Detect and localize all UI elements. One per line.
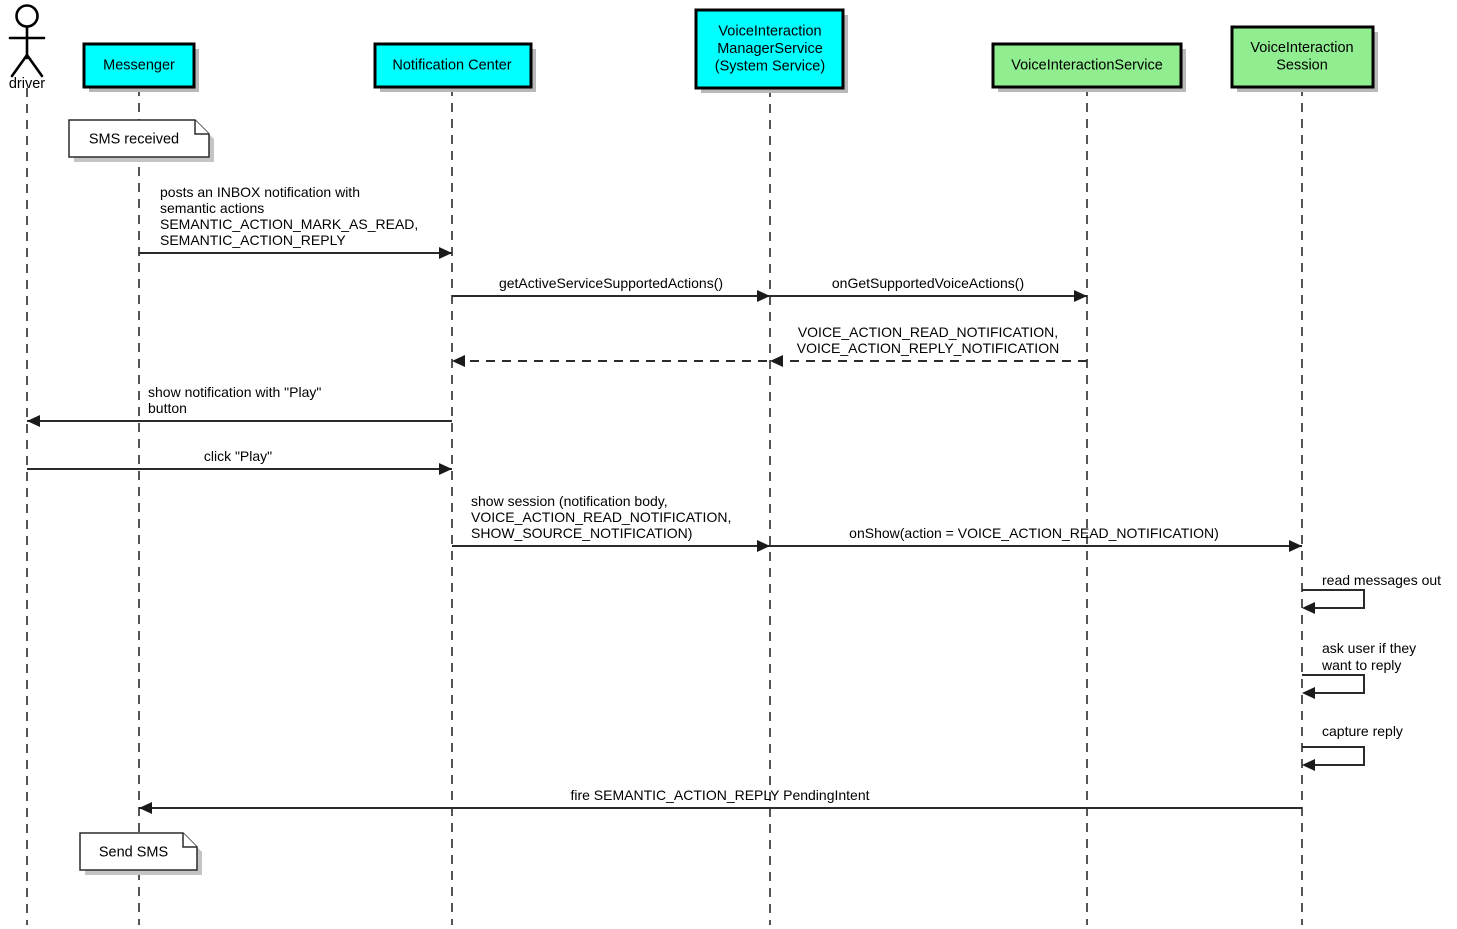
self-message-label: read messages out <box>1322 572 1441 588</box>
participant-notification-center[interactable]: Notification Center <box>373 42 536 92</box>
message-label: posts an INBOX notification with <box>160 184 360 200</box>
message-arrowhead <box>439 247 452 259</box>
message-label: show session (notification body, <box>471 493 668 509</box>
message-label: button <box>148 400 187 416</box>
message-label: VOICE_ACTION_REPLY_NOTIFICATION <box>797 340 1059 356</box>
self-message-loop <box>1302 746 1365 766</box>
self-message-label: want to reply <box>1321 657 1401 673</box>
message-msg-on-get-supported-voice-actions[interactable]: onGetSupportedVoiceActions() <box>770 275 1087 302</box>
message-label: SEMANTIC_ACTION_REPLY <box>160 232 346 248</box>
self-message-loop <box>1302 589 1365 609</box>
message-msg-on-show[interactable]: onShow(action = VOICE_ACTION_READ_NOTIFI… <box>770 525 1302 552</box>
message-label: SEMANTIC_ACTION_MARK_AS_READ, <box>160 216 418 232</box>
participant-voiceinteraction-service[interactable]: VoiceInteractionService <box>991 42 1186 92</box>
actor-leg-right-icon <box>25 53 44 78</box>
message-arrowhead <box>757 290 770 302</box>
participant-box[interactable] <box>82 42 196 89</box>
message-msg-show-session[interactable]: show session (notification body,VOICE_AC… <box>452 493 770 552</box>
participant-label: VoiceInteraction <box>1250 40 1353 56</box>
message-label: fire SEMANTIC_ACTION_REPLY PendingIntent <box>570 787 869 803</box>
message-msg-click-play[interactable]: click "Play" <box>27 448 452 475</box>
message-label: onGetSupportedVoiceActions() <box>832 275 1024 291</box>
message-label: click "Play" <box>204 448 272 464</box>
message-label: getActiveServiceSupportedActions() <box>499 275 723 291</box>
participant-label: Notification Center <box>392 57 511 73</box>
self-message-self-capture-reply[interactable]: capture reply <box>1302 723 1403 771</box>
participant-label: ManagerService <box>717 41 823 57</box>
message-msg-get-active-service-supported-actions[interactable]: getActiveServiceSupportedActions() <box>452 275 770 302</box>
message-arrowhead <box>757 540 770 552</box>
participant-label: VoiceInteraction <box>718 23 821 39</box>
message-msg-show-notification-play[interactable]: show notification with "Play"button <box>27 384 452 427</box>
self-message-arrowhead <box>1302 687 1315 699</box>
participant-label: (System Service) <box>715 58 825 74</box>
participant-box[interactable] <box>373 42 533 89</box>
actor-layer: driver <box>8 4 46 93</box>
message-arrowhead <box>439 463 452 475</box>
actor-driver[interactable]: driver <box>8 4 46 93</box>
message-arrowhead <box>1074 290 1087 302</box>
self-message-loop <box>1302 674 1365 694</box>
lifelines-layer <box>26 87 1303 925</box>
message-label: VOICE_ACTION_READ_NOTIFICATION, <box>471 509 731 525</box>
actor-leg-left-icon <box>10 53 29 78</box>
message-label: onShow(action = VOICE_ACTION_READ_NOTIFI… <box>849 525 1219 541</box>
participant-box[interactable] <box>991 42 1183 89</box>
participant-label: VoiceInteractionService <box>1011 57 1163 73</box>
participant-box[interactable] <box>1230 25 1375 89</box>
message-msg-post-inbox-notification[interactable]: posts an INBOX notification withsemantic… <box>139 184 452 259</box>
participant-label: Messenger <box>103 57 175 73</box>
message-msg-return-voice-actions[interactable]: VOICE_ACTION_READ_NOTIFICATION,VOICE_ACT… <box>452 324 1087 367</box>
participants-layer: Messenger Notification Center VoiceInterac… <box>82 8 1378 93</box>
message-arrowhead <box>27 415 40 427</box>
note-body[interactable] <box>79 832 198 871</box>
message-arrowhead-intermediate <box>770 355 783 367</box>
participant-box[interactable] <box>694 8 845 90</box>
message-label: VOICE_ACTION_READ_NOTIFICATION, <box>798 324 1058 340</box>
self-message-arrowhead <box>1302 759 1315 771</box>
participant-messenger[interactable]: Messenger <box>82 42 199 92</box>
note-body[interactable] <box>68 119 210 158</box>
message-arrowhead <box>452 355 465 367</box>
self-message-self-read-messages-out[interactable]: read messages out <box>1302 572 1441 614</box>
note-label: SMS received <box>89 131 179 147</box>
message-arrowhead <box>139 802 152 814</box>
messages-layer: posts an INBOX notification withsemantic… <box>27 184 1302 814</box>
note-fold-corner-icon <box>194 120 209 135</box>
note-note-sms-received[interactable]: SMS received <box>68 119 214 162</box>
message-arrowhead <box>1289 540 1302 552</box>
message-label: semantic actions <box>160 200 264 216</box>
self-message-label: ask user if they <box>1322 640 1416 656</box>
message-label: show notification with "Play" <box>148 384 321 400</box>
note-fold-corner-icon <box>182 833 197 848</box>
self-message-arrowhead <box>1302 602 1315 614</box>
actor-name-label: driver <box>9 76 45 92</box>
note-note-send-sms[interactable]: Send SMS <box>79 832 202 875</box>
actor-head-icon <box>15 4 39 28</box>
message-label: SHOW_SOURCE_NOTIFICATION) <box>471 525 692 541</box>
participant-label: Session <box>1276 58 1328 74</box>
self-message-label: capture reply <box>1322 723 1403 739</box>
note-label: Send SMS <box>99 844 168 860</box>
message-msg-fire-semantic-action-reply[interactable]: fire SEMANTIC_ACTION_REPLY PendingIntent <box>139 787 1302 814</box>
